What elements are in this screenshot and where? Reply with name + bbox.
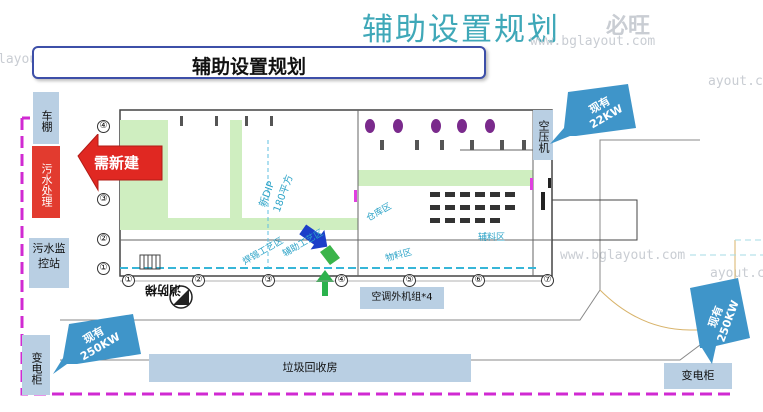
sewage-treatment-label: 污水处理: [32, 146, 60, 218]
axis-label: ④: [335, 274, 348, 287]
new-build-label: 需新建: [94, 154, 140, 172]
stair-label: 消防梯: [145, 283, 182, 297]
new-build-arrow: [77, 134, 163, 192]
green-area: [358, 170, 533, 186]
axis-label: ②: [192, 274, 205, 287]
watermark-url: ayout.com: [710, 266, 763, 281]
green-arrow: [320, 245, 340, 265]
green-area: [168, 218, 358, 230]
machine-row: [365, 119, 495, 133]
axis-label: ①: [97, 262, 110, 275]
watermark-brand: 必旺: [606, 14, 651, 39]
watermark-url: ayout.co: [708, 74, 763, 89]
section-title-box: 辅助设置规划: [32, 46, 486, 79]
watermark-url: www.bglayout.com: [530, 34, 656, 49]
transformer-left-label: 变电柜: [22, 335, 50, 395]
annex-room: [551, 199, 638, 241]
callout-250kw-left: [53, 314, 141, 374]
stair-symbol: [139, 254, 161, 270]
axis-label: ⑤: [403, 274, 416, 287]
axis-label: ⑥: [472, 274, 485, 287]
green-area: [230, 120, 242, 220]
axis-label: ④: [97, 120, 110, 133]
sewage-monitor-label: 污水监控站: [29, 238, 69, 288]
equipment-grid: [430, 192, 515, 223]
page-title: 辅助设置规划: [362, 12, 560, 48]
transformer-right-label: 变电柜: [664, 363, 732, 389]
section-title: 辅助设置规划: [192, 56, 307, 78]
garbage-room-label: 垃圾回收房: [149, 354, 471, 382]
axis-label: ⑦: [541, 274, 554, 287]
plan-label: 辅料区: [478, 233, 506, 243]
shed-label: 车棚: [33, 92, 59, 144]
axis-label: ③: [97, 193, 110, 206]
blue-arrow: [299, 224, 328, 250]
cable-route: [599, 240, 736, 331]
callout-22kw: [550, 84, 636, 144]
ac-outdoor-label: 空调外机组*4: [360, 287, 444, 309]
air-compressor-label: 空压机: [533, 110, 553, 160]
axis-label: ①: [122, 274, 135, 287]
callout-250kw-right: [690, 278, 750, 364]
building-outline: [119, 109, 553, 277]
axis-label: ②: [97, 233, 110, 246]
green-up-arrow: [316, 270, 334, 296]
watermark-url: www.bglayout.com: [560, 248, 686, 263]
axis-label: ③: [262, 274, 275, 287]
